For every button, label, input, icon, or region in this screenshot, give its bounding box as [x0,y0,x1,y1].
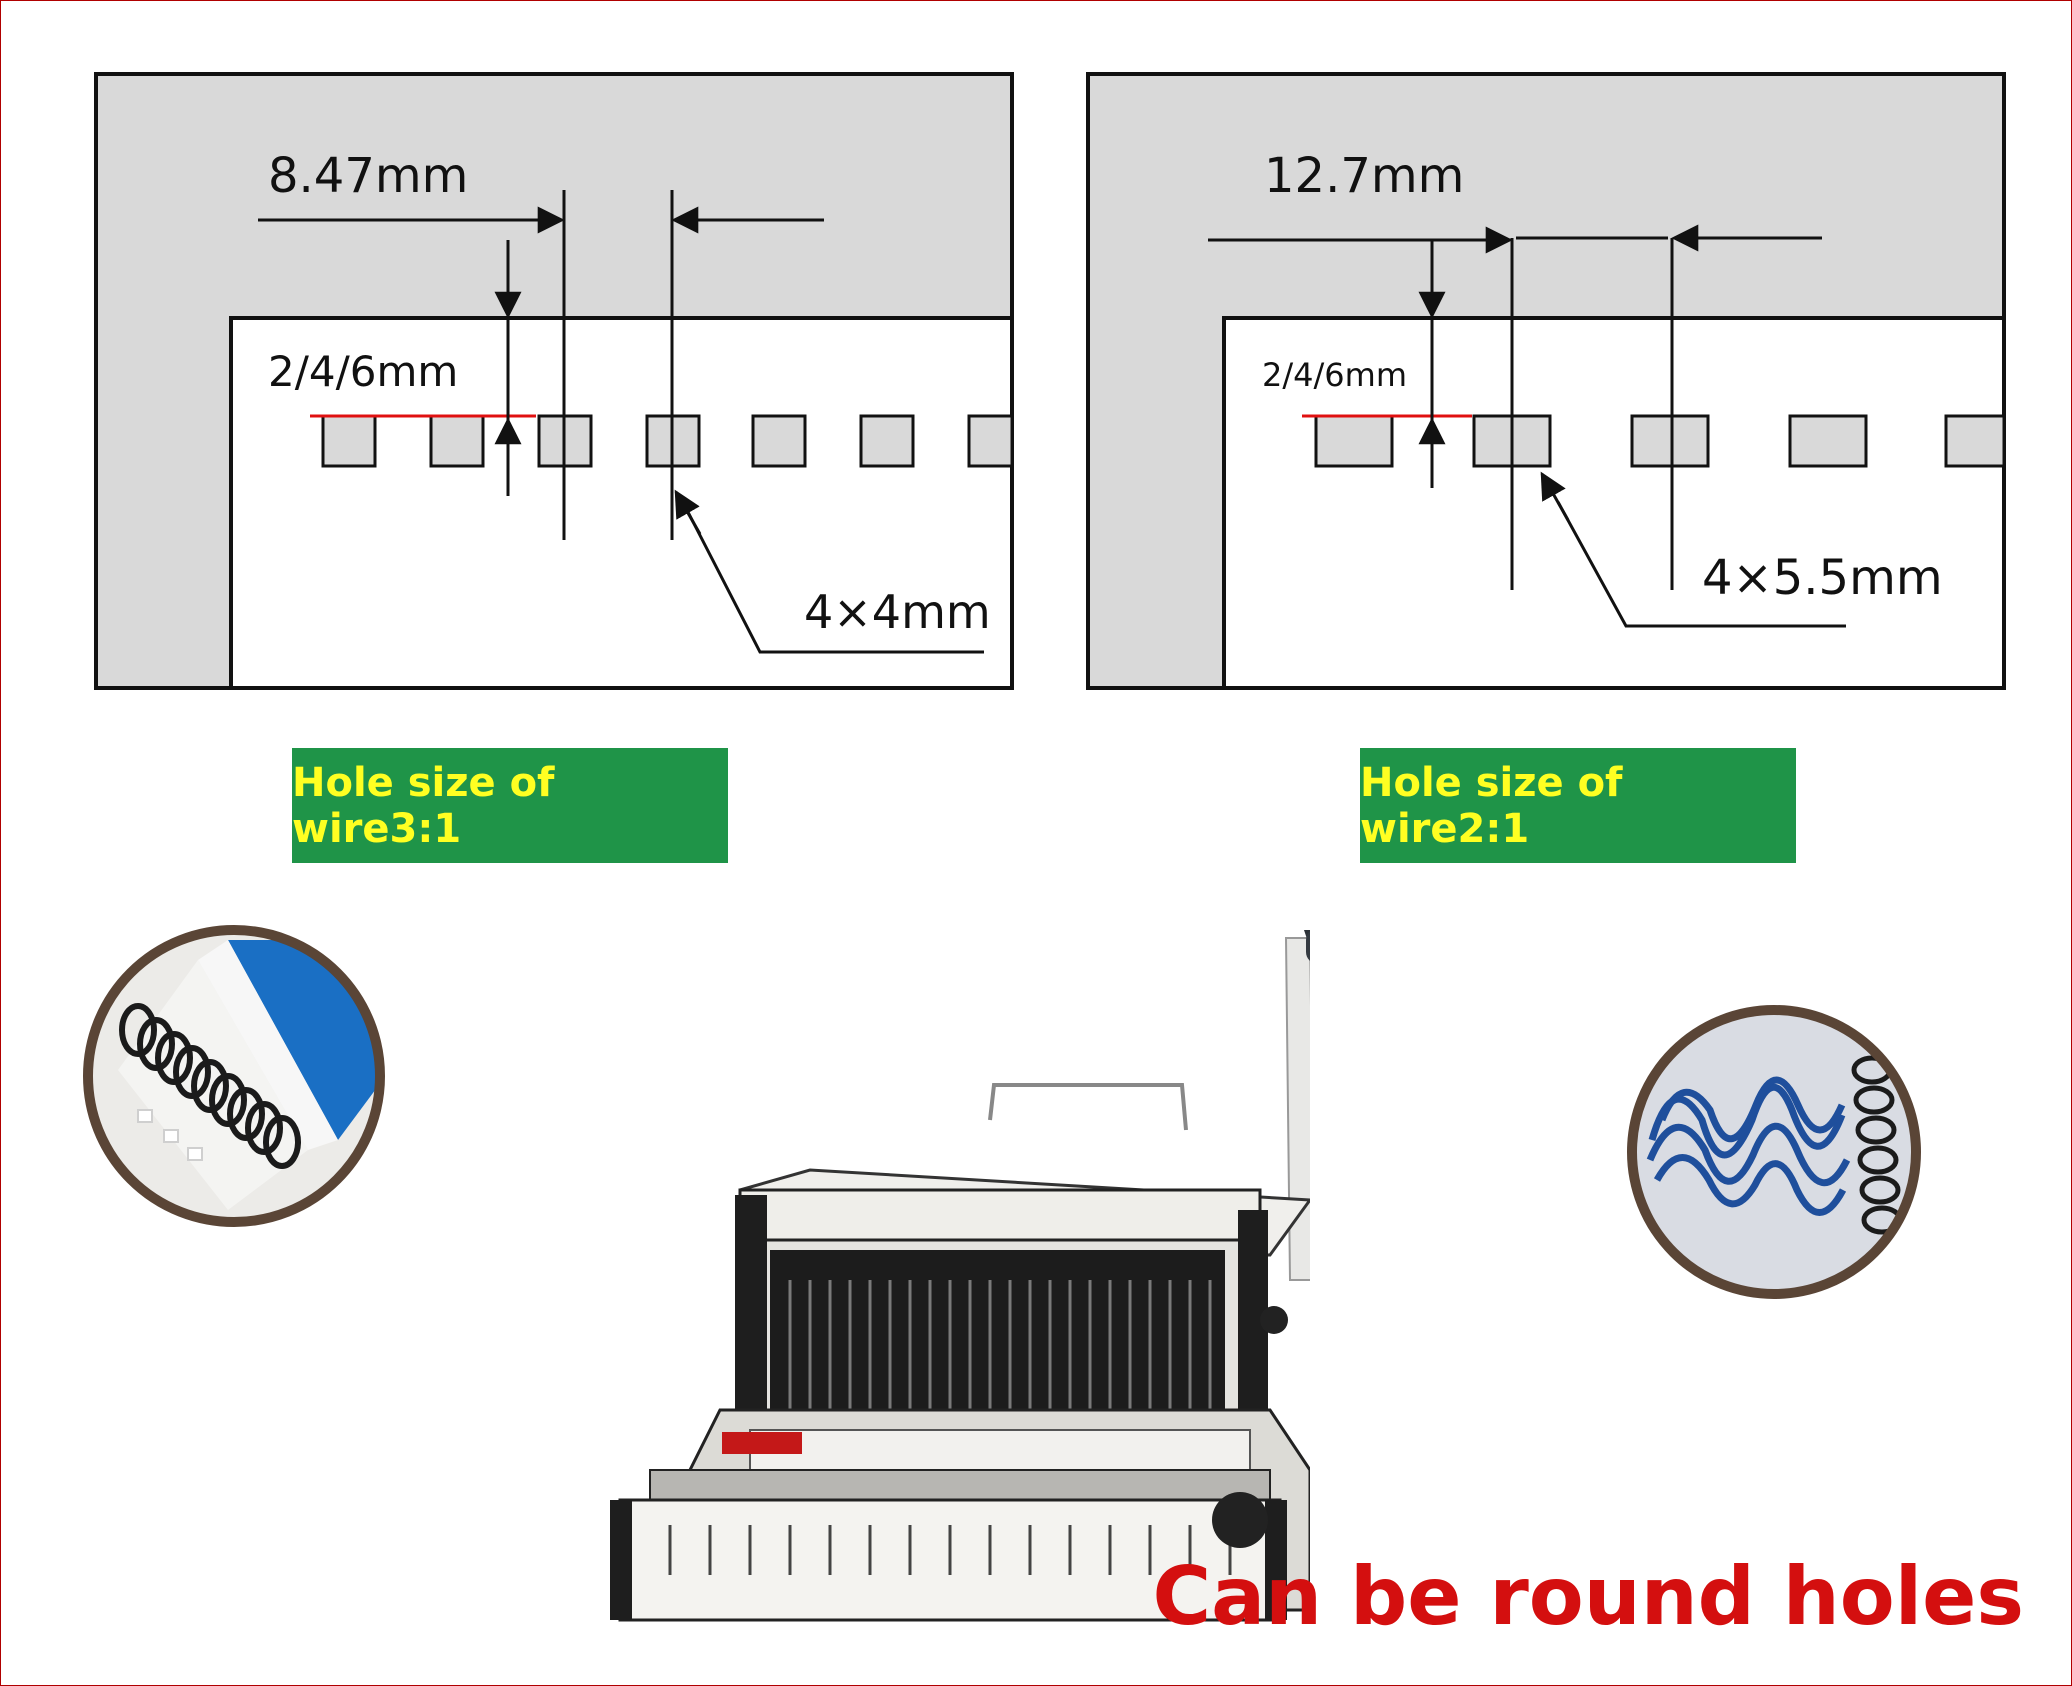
right-hole [1630,414,1710,468]
right-hole [1944,414,2006,468]
left-hole [321,414,377,468]
wire-bound-book-closeup [83,925,385,1227]
left-hole [429,414,485,468]
right-hole [1788,414,1868,468]
round-holes-caption: Can be round holes [1152,1550,2024,1643]
wire-coils-closeup [1627,1005,1921,1299]
left-paper-sheet [229,316,1014,690]
badge-hole-size-2-1: Hole size of wire2:1 [1360,748,1796,863]
machine-base [610,1408,1310,1622]
left-hole [751,414,807,468]
right-hole [1314,414,1394,468]
photo-ring [83,925,385,1227]
left-hole-size-label: 4×4mm [804,585,991,639]
left-pitch-label: 8.47mm [268,148,468,204]
right-margin-label: 2/4/6mm [1262,356,1407,394]
machine-upper-body [735,1168,1310,1455]
crank-handles [1284,930,1310,1281]
right-paper-sheet [1222,316,2006,690]
right-pitch-label: 12.7mm [1264,148,1464,204]
badge-hole-size-3-1: Hole size of wire3:1 [292,748,728,863]
left-hole [859,414,915,468]
photo-ring [1627,1005,1921,1299]
left-hole [967,414,1014,468]
wire-binding-machine [610,930,1310,1622]
left-diagram: 8.47mm 2/4/6mm 4×4mm [94,72,1014,690]
right-diagram: 12.7mm 2/4/6mm 4×5.5mm [1086,72,2006,690]
left-margin-label: 2/4/6mm [268,347,458,396]
right-hole-size-label: 4×5.5mm [1702,550,1943,606]
